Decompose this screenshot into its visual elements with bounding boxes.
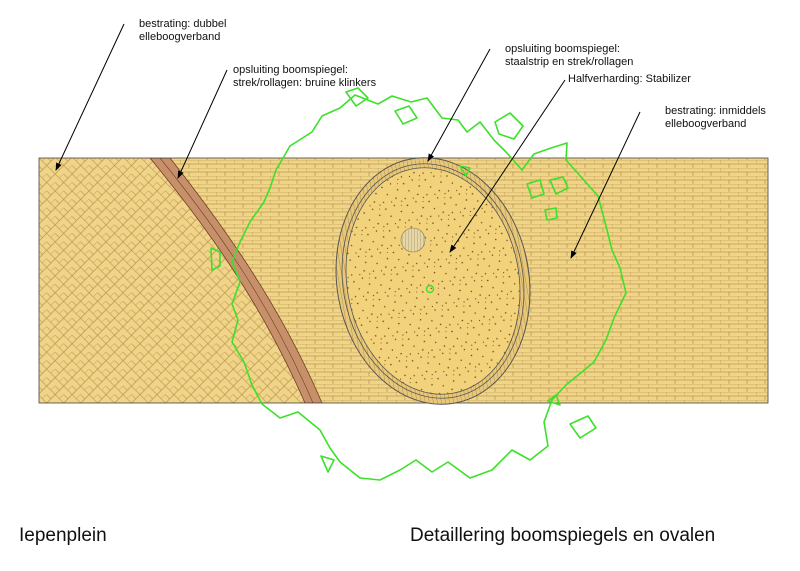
leader-3 [427,48,491,162]
leader-lines [55,23,641,259]
leader-5 [570,111,641,259]
annotation-stabilizer: Halfverharding: Stabilizer [568,73,691,85]
brown-brick-band [149,158,323,403]
double-elbow-bond-paving [39,158,305,403]
tree-center-icon [425,284,435,294]
annotation-brown-brick-edging: opsluiting boomspiegel: strek/rollagen: … [233,64,377,89]
title-detail: Detaillering boomspiegels en ovalen [410,525,716,546]
panel-border [38,157,769,404]
leader-2 [177,69,228,179]
leader-1 [55,23,125,171]
annotation-steel-strip-edging: opsluiting boomspiegel: staalstrip en st… [505,43,634,68]
annotation-elbow-bond: bestrating: inmiddels elleboogverband [665,105,766,130]
leader-4 [449,79,566,253]
tree-trunk-icon [400,227,426,253]
stabilizer-surface [345,167,521,395]
tree-canopy-outline [210,87,627,481]
oval-tree-pit [335,157,531,405]
title-location: Iepenplein [19,525,107,546]
annotation-double-elbow-bond: bestrating: dubbel elleboogverband [139,18,227,43]
